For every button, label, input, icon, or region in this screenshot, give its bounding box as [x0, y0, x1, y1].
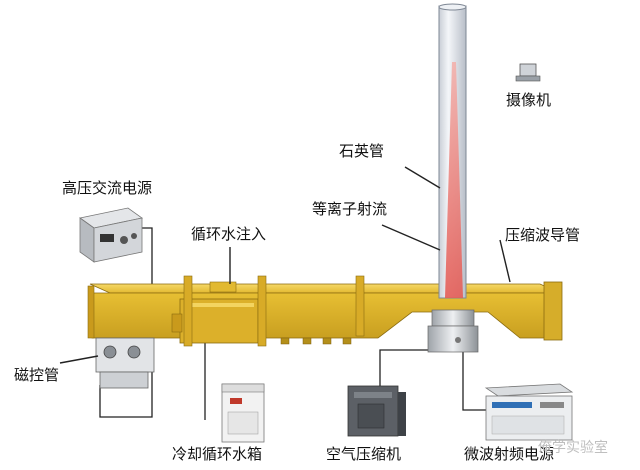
label-microwave-power: 微波射频电源: [464, 445, 555, 463]
water-chiller: [221, 383, 265, 443]
hv-power-supply: [79, 207, 143, 263]
leader-lines: [59, 166, 511, 364]
wire-compressor: [379, 349, 445, 392]
leader-quartz: [404, 166, 441, 189]
label-plasma-jet: 等离子射流: [312, 200, 388, 218]
wire-magnetron-hv: [99, 360, 153, 418]
nozzle-fitting: [427, 309, 479, 353]
camera-icon: [515, 63, 541, 82]
label-hv-power: 高压交流电源: [62, 179, 153, 197]
label-camera: 摄像机: [506, 91, 552, 109]
label-compressor: 空气压缩机: [326, 445, 402, 463]
watermark: 俺学实验室: [538, 440, 608, 456]
label-chiller: 冷却循环水箱: [172, 445, 263, 463]
microwave-power-supply: [484, 383, 574, 441]
wire-hv-power: [138, 227, 153, 285]
label-waveguide: 压缩波导管: [505, 226, 581, 244]
magnetron: [95, 337, 155, 389]
wires: [99, 227, 490, 420]
air-compressor: [347, 385, 406, 437]
leader-plasma: [381, 224, 441, 251]
label-water-inlet: 循环水注入: [191, 225, 267, 243]
label-quartz-tube: 石英管: [339, 142, 385, 160]
plasma-jet: [445, 62, 463, 298]
leader-waveguide: [499, 239, 511, 283]
quartz-tube: [438, 3, 467, 299]
wire-microwave: [462, 350, 490, 411]
waveguide-body: [87, 275, 563, 347]
leader-magnetron: [59, 355, 99, 364]
label-magnetron: 磁控管: [14, 366, 60, 384]
